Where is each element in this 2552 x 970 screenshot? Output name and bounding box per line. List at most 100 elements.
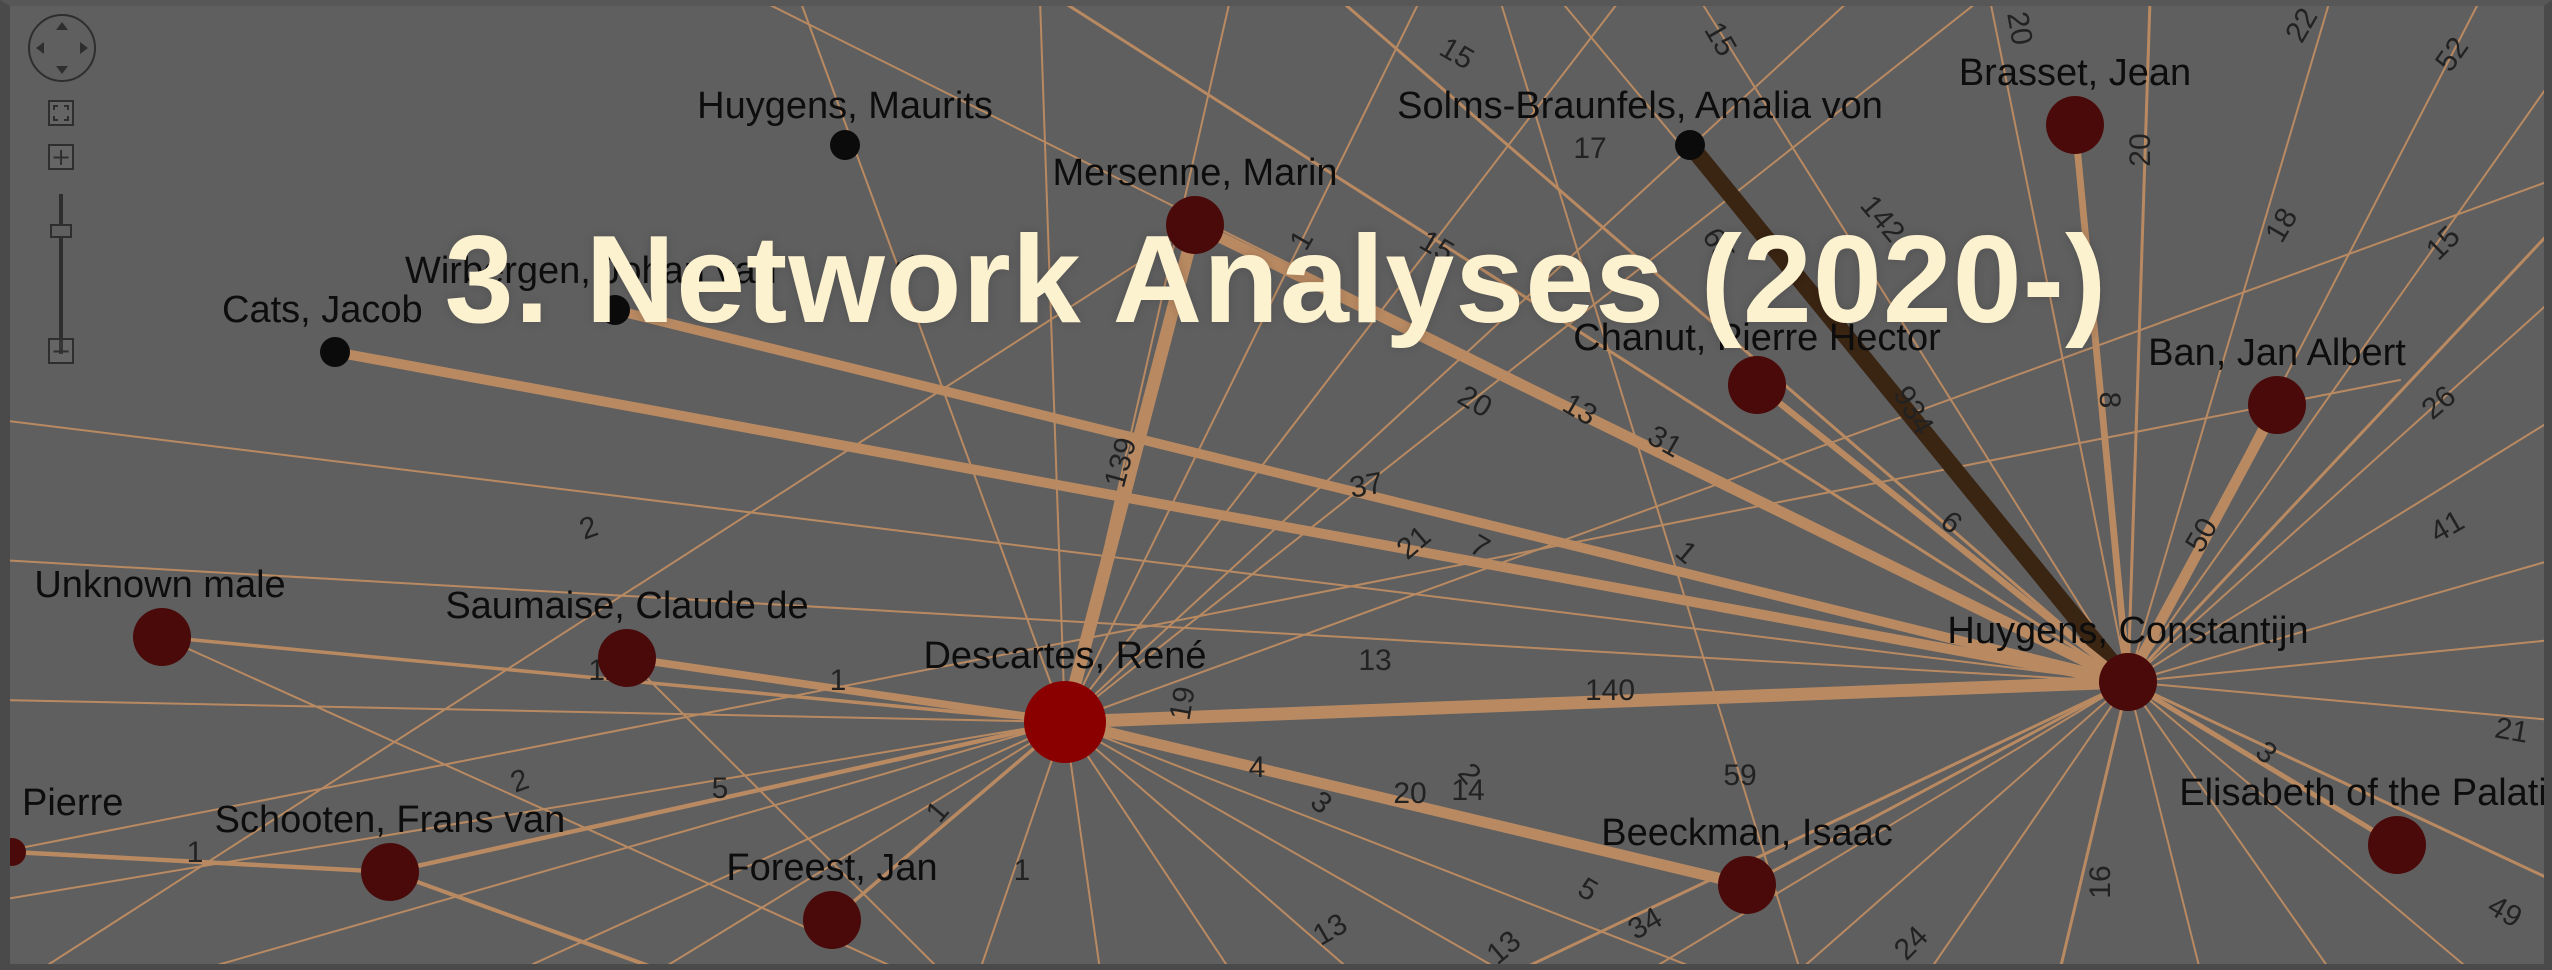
network-edge-wirbergen-huygens_constantijn [610,305,2133,687]
network-edge [1649,681,2129,970]
node-label-elisabeth: Elisabeth of the Palatinate [2179,772,2552,814]
edge-weight-label: 14 [1451,774,1484,807]
network-node-solms[interactable] [1675,130,1705,160]
network-edge [1064,721,1231,970]
network-node-huygens_maurits[interactable] [830,130,860,160]
edge-weight-label: 41 [2425,504,2470,549]
network-edge [2127,681,2331,970]
node-label-unknown_male: Unknown male [34,564,285,606]
edge-weight-label: 20 [1393,777,1426,810]
network-edge [1058,0,2130,684]
network-edge [659,721,1066,970]
network-node-foreest[interactable] [803,891,861,949]
edge-weight-label: 21 [2492,711,2531,749]
zoom-slider-handle[interactable] [50,224,72,238]
network-node-beeckman[interactable] [1718,856,1776,914]
network-edge [2126,0,2152,684]
edge-weight-label: 140 [1585,674,1635,707]
edge-weight-label: 4 [1249,751,1266,784]
network-node-wirbergen[interactable] [600,295,630,325]
edge-weight-label: 1 [830,664,847,697]
network-edge [0,419,2129,683]
network-node-elisabeth[interactable] [2368,816,2426,874]
network-node-cats[interactable] [320,337,350,367]
network-edge [1338,0,2130,684]
node-label-huygens_maurits: Huygens, Maurits [697,85,993,127]
node-label-saumaise: Saumaise, Claude de [445,585,808,627]
network-edge [1064,721,1501,970]
network-edge [1064,0,1421,723]
edge-weight-label: 3 [1304,785,1338,821]
network-edge-descartes-huygens_constantijn [1058,675,2135,729]
edge-weight-label: 1 [1014,854,1031,887]
zoom-out-button[interactable]: − [48,337,74,365]
zoom-in-button[interactable]: + [48,143,74,171]
network-edge [2127,681,2552,721]
pan-arrows-icon [36,22,88,74]
edge-weight-label: 13 [1358,644,1391,677]
network-edge [2127,681,2201,970]
node-layer [0,96,2426,949]
network-edge [1039,0,1066,723]
network-node-huygens_constantijn[interactable] [2099,653,2157,711]
network-edge [0,379,2401,853]
network-node-mersenne[interactable] [1166,196,1224,254]
edge-weight-label: 5 [712,772,729,805]
edge-weight-label: 20 [2000,9,2038,48]
edge-weight-label: 6 [1934,505,1968,541]
network-node-brasset[interactable] [2046,96,2104,154]
network-node-schooten[interactable] [361,843,419,901]
network-edge [1499,0,1801,970]
edge-weight-label: 15 [1698,17,1743,62]
network-edge [161,636,901,970]
network-edge [1064,721,1351,970]
edge-weight-label: 19 [1163,684,1201,723]
network-edge [2127,79,2552,683]
network-edge [1064,721,1101,970]
network-edge [2127,559,2552,683]
network-edge [1518,680,2130,970]
edge-weight-label: 13 [1308,907,1353,952]
network-edge [979,721,1066,970]
network-edge [1699,0,2129,683]
network-edge-foreest-descartes [830,720,1067,922]
network-node-descartes[interactable] [1024,681,1106,763]
network-edge [1799,681,2129,970]
network-node-unknown_male[interactable] [133,608,191,666]
pan-compass-icon[interactable] [28,14,96,82]
edge-weight-label: 52 [2429,31,2475,77]
network-edge [2127,639,2552,683]
network-edge-pierre-schooten [9,849,393,875]
network-edge [2058,680,2130,970]
edge-weight-label: 139 [1098,434,1143,491]
network-node-ban[interactable] [2248,376,2306,434]
node-label-descartes: Descartes, René [923,635,1206,677]
network-node-pierre[interactable] [0,838,26,866]
accent-bar [560,0,830,5]
edge-weight-label: 20 [2124,133,2157,166]
edge-weight-label: 16 [2084,865,2117,898]
node-label-foreest: Foreest, Jan [726,847,937,889]
edge-weight-label: 2 [575,510,602,547]
fit-to-screen-icon[interactable] [48,100,74,126]
zoom-slider-track[interactable] [59,194,63,354]
network-edge [1989,0,2129,683]
edge-weight-label: 24 [1888,920,1935,967]
network-edge [1064,0,1851,723]
node-label-brasset: Brasset, Jean [1959,52,2191,94]
node-label-schooten: Schooten, Frans van [215,799,566,841]
network-edge [2127,299,2552,683]
node-label-huygens_constantijn: Huygens, Constantijn [1947,610,2308,652]
edge-weight-label: 21 [1391,519,1438,566]
network-node-chanut[interactable] [1728,356,1786,414]
network-edge-cats-huygens_constantijn [329,346,2134,688]
network-node-saumaise[interactable] [598,629,656,687]
edge-weight-label: 37 [1347,466,1386,504]
edge-weight-label: 34 [1623,901,1668,946]
network-edge-elisabeth-huygens_constantijn [2125,679,2400,848]
node-label-mersenne: Mersenne, Marin [1052,152,1337,194]
edge-weight-label: 59 [1723,759,1756,792]
